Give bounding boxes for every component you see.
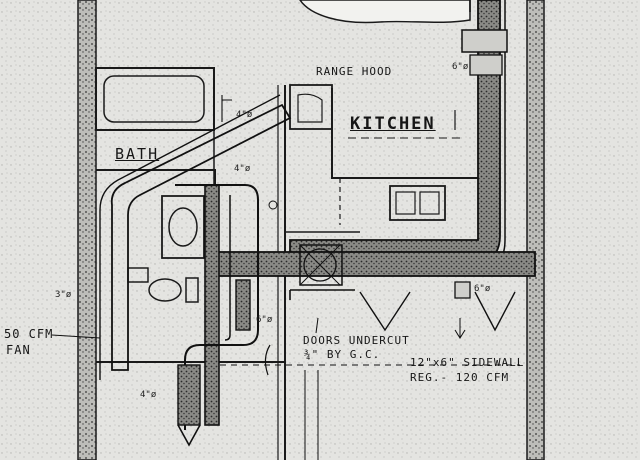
dimension-bath-upper: 4"ø [236,110,253,120]
fan-label-line1: 50 CFM [4,327,54,341]
exhaust-fan-box [127,267,149,283]
fan-exhaust-duct [110,103,292,371]
fan-duct-outer [99,94,281,211]
dimension-lower-left: 4"ø [140,390,157,400]
dimension-bath-drop: 6"ø [256,315,273,325]
lower-drop-diffuser [177,424,201,447]
dimension-supply-right: 6"ø [474,284,491,294]
doors-note-line1: DOORS UNDERCUT [303,334,410,347]
door-arrow [264,344,271,376]
kitchen-sink-left-bowl [395,191,416,215]
lower-drop-duct [177,364,201,426]
duct-fitting [303,248,337,282]
fan-leader-line [51,334,101,339]
bath-label: BATH [115,145,160,163]
bath-return-duct [175,184,259,430]
kitchen-counter-outline [299,0,471,24]
lower-partition [304,370,319,460]
door-swing-right [474,291,516,332]
fitting-cross [299,244,341,286]
bath-duct-mark [221,95,232,122]
left-exterior-wall [77,0,97,460]
sidewall-register [454,281,471,299]
bath-supply-drop [204,184,220,426]
horizontal-branch-duct [214,251,536,277]
vanity [161,195,205,259]
range-hood-label: RANGE HOOD [316,65,393,78]
fan-label-line2: FAN [6,343,31,357]
kitchen-counter-edge [331,88,500,179]
dimension-fan-duct: 3"ø [55,290,72,300]
vanity-sink [168,207,198,247]
bathtub-basin [103,75,205,123]
airflow-arrow [454,318,466,339]
toilet-tank [185,277,199,303]
kitchen-sink [389,185,446,221]
supply-register-2 [469,54,503,76]
section-mark [268,200,278,210]
range-hood-inner [297,93,323,123]
main-supply-trunk [289,0,501,263]
right-exterior-wall [526,0,545,460]
doors-note-line2: ¾" BY G.C. [304,348,381,361]
kitchen-sink-right-bowl [419,191,440,215]
dimension-bath-mid: 4"ø [234,164,251,174]
door-header [289,289,355,300]
sidewall-note-line1: 12"x6" SIDEWALL [410,356,525,369]
door-swing-left [359,291,411,332]
bath-duct-segment [235,279,251,331]
kitchen-label: KITCHEN [350,114,436,134]
dimension-supply-top: 6"ø [452,62,469,72]
toilet-bowl [148,278,182,302]
supply-register-top [461,29,508,53]
doors-leader [315,317,319,334]
duct-junction-box [299,244,343,286]
bath-return-inner [224,195,231,341]
sidewall-note-line2: REG.- 120 CFM [410,371,510,384]
